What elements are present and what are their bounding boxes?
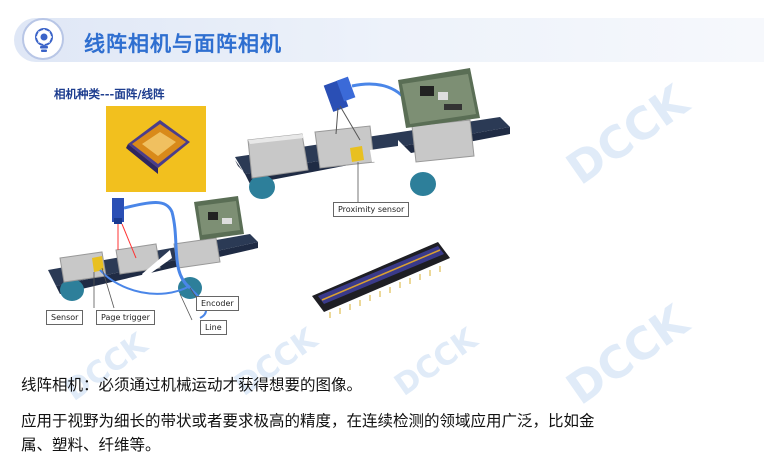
camera-diagram: 相机种类---面阵/线阵: [40, 62, 730, 342]
sensor-label: Sensor: [46, 310, 84, 325]
lightbulb-logo-icon: [22, 18, 64, 60]
slide-header: 线阵相机与面阵相机: [0, 8, 769, 68]
paragraph-application-line-1: 应用于视野为细长的带状或者要求极高的精度，在连续检测的领域应用广泛，比如金: [21, 412, 595, 430]
page-trigger-label: Page trigger: [96, 310, 155, 325]
paragraph-line-camera: 线阵相机：必须通过机械运动才获得想要的图像。: [21, 376, 363, 394]
line-camera-conveyor: [48, 196, 258, 321]
area-camera-conveyor: [235, 68, 510, 204]
encoder-label: Encoder: [196, 296, 239, 311]
line-label: Line: [200, 320, 227, 335]
paragraph-application-line-2: 属、塑料、纤维等。: [21, 436, 161, 454]
area-sensor-chip-image: [106, 106, 206, 192]
proximity-sensor-label: Proximity sensor: [333, 202, 410, 217]
line-sensor-chip-image: [312, 242, 450, 318]
diagram-caption: 相机种类---面阵/线阵: [54, 87, 165, 101]
header-band: [14, 18, 764, 62]
slide-title: 线阵相机与面阵相机: [84, 32, 282, 56]
